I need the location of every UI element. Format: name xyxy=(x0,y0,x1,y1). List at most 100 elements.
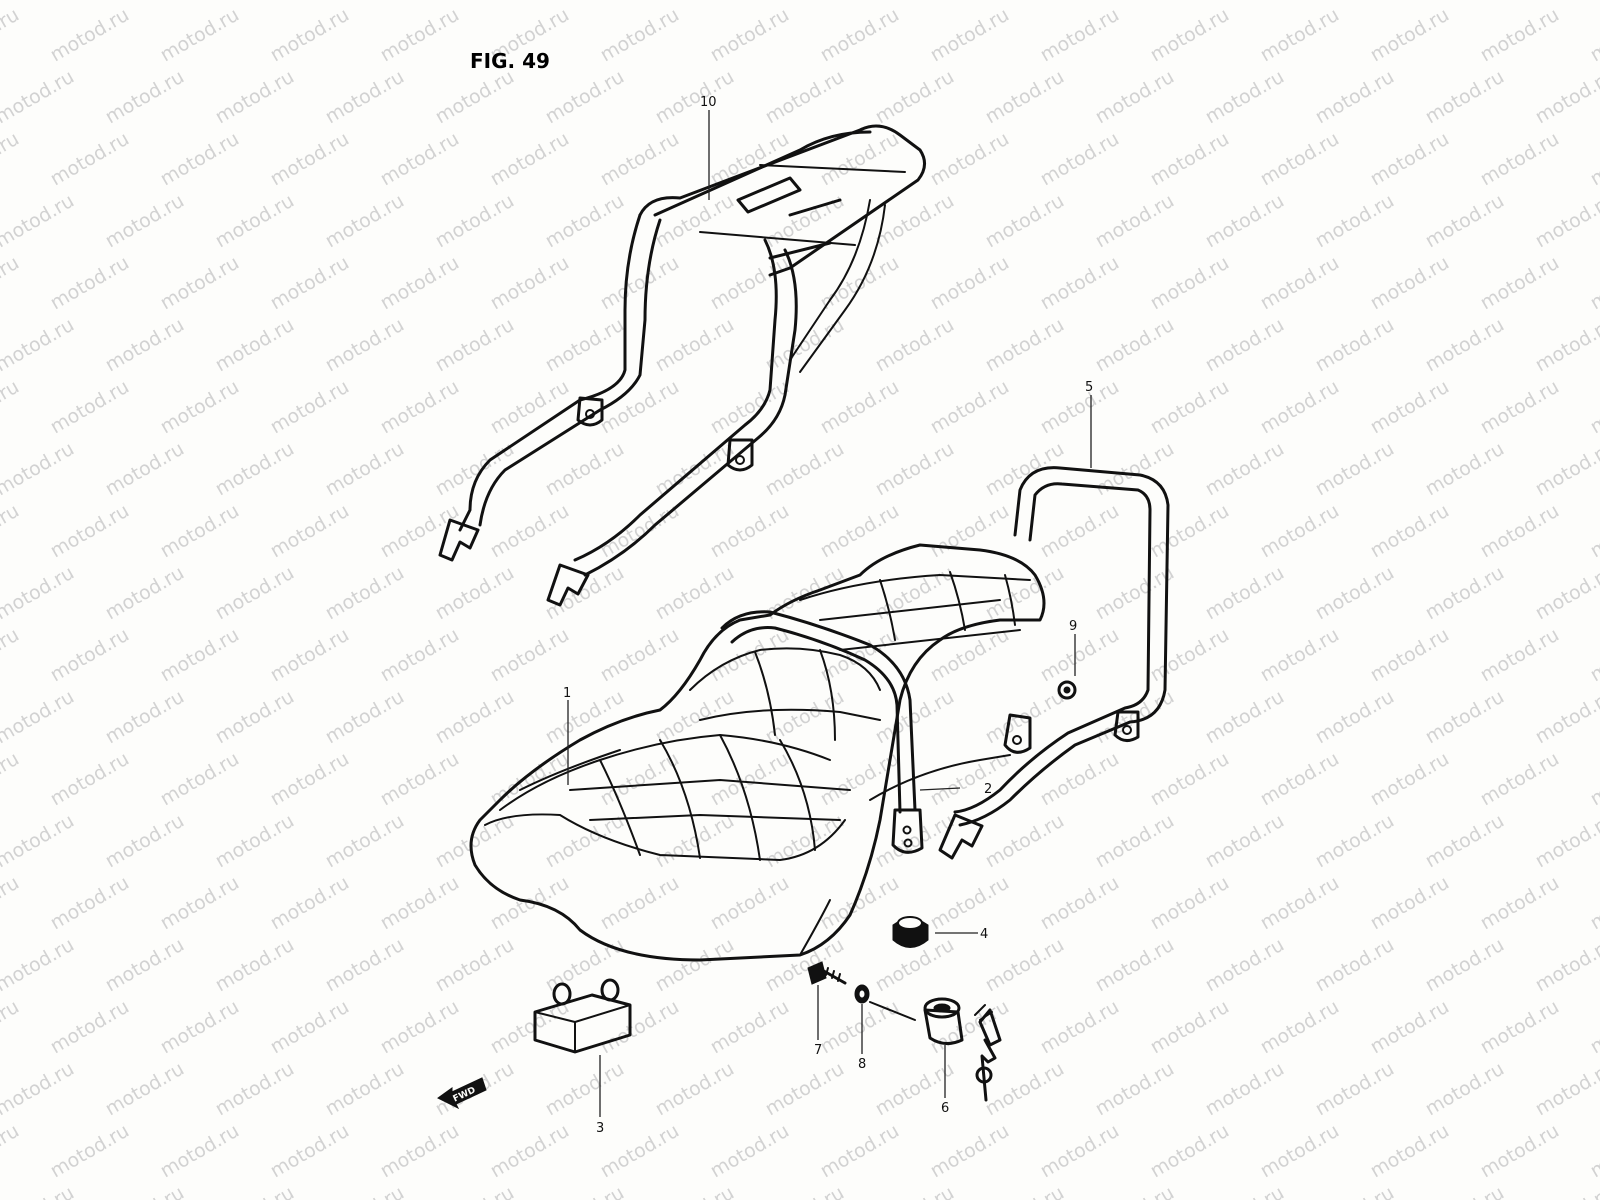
watermark-text: motod.ru xyxy=(762,1182,848,1200)
watermark-text: motod.ru xyxy=(1587,500,1600,563)
watermark-text: motod.ru xyxy=(927,1120,1013,1183)
watermark-text: motod.ru xyxy=(0,1058,78,1121)
watermark-text: motod.ru xyxy=(1037,748,1123,811)
watermark-text: motod.ru xyxy=(377,748,463,811)
watermark-text: motod.ru xyxy=(652,1182,738,1200)
watermark-text: motod.ru xyxy=(1312,562,1398,625)
watermark-text: motod.ru xyxy=(817,376,903,439)
watermark-text: motod.ru xyxy=(652,314,738,377)
watermark-text: motod.ru xyxy=(817,1120,903,1183)
watermark-text: motod.ru xyxy=(1202,1182,1288,1200)
watermark-text: motod.ru xyxy=(0,4,23,67)
watermark-text: motod.ru xyxy=(927,872,1013,935)
watermark-text: motod.ru xyxy=(377,376,463,439)
watermark-text: motod.ru xyxy=(0,500,23,563)
watermark-text: motod.ru xyxy=(1587,128,1600,191)
watermark-text: motod.ru xyxy=(1037,872,1123,935)
watermark-text: motod.ru xyxy=(157,1120,243,1183)
watermark-text: motod.ru xyxy=(707,996,793,1059)
watermark-text: motod.ru xyxy=(432,190,518,253)
watermark-text: motod.ru xyxy=(1147,252,1233,315)
watermark-text: motod.ru xyxy=(872,686,958,749)
watermark-text: motod.ru xyxy=(212,0,298,4)
watermark-text: motod.ru xyxy=(487,500,573,563)
watermark-text: motod.ru xyxy=(1477,500,1563,563)
watermark-text: motod.ru xyxy=(872,438,958,501)
watermark-text: motod.ru xyxy=(0,190,78,253)
nut-icon xyxy=(1057,680,1077,700)
watermark-text: motod.ru xyxy=(762,66,848,129)
watermark-text: motod.ru xyxy=(377,872,463,935)
watermark-text: motod.ru xyxy=(982,1182,1068,1200)
watermark-text: motod.ru xyxy=(1422,0,1508,4)
watermark-text: motod.ru xyxy=(542,66,628,129)
watermark-text: motod.ru xyxy=(1587,996,1600,1059)
watermark-text: motod.ru xyxy=(762,1058,848,1121)
watermark-text: motod.ru xyxy=(1092,314,1178,377)
watermark-text: motod.ru xyxy=(1092,1058,1178,1121)
watermark-text: motod.ru xyxy=(102,314,188,377)
watermark-text: motod.ru xyxy=(1367,376,1453,439)
watermark-text: motod.ru xyxy=(377,1120,463,1183)
watermark-text: motod.ru xyxy=(1477,996,1563,1059)
watermark-text: motod.ru xyxy=(0,686,78,749)
watermark-text: motod.ru xyxy=(432,66,518,129)
watermark-text: motod.ru xyxy=(487,376,573,439)
watermark-text: motod.ru xyxy=(102,190,188,253)
watermark-text: motod.ru xyxy=(1202,1058,1288,1121)
watermark-text: motod.ru xyxy=(927,376,1013,439)
callout-2: 2 xyxy=(984,782,992,797)
watermark-text: motod.ru xyxy=(1477,4,1563,67)
watermark-text: motod.ru xyxy=(212,438,298,501)
watermark-text: motod.ru xyxy=(487,252,573,315)
watermark-text: motod.ru xyxy=(1257,128,1343,191)
watermark-text: motod.ru xyxy=(652,562,738,625)
watermark-text: motod.ru xyxy=(157,376,243,439)
watermark-text: motod.ru xyxy=(1532,66,1600,129)
watermark-text: motod.ru xyxy=(267,748,353,811)
watermark-text: motod.ru xyxy=(1587,1120,1600,1183)
watermark-text: motod.ru xyxy=(1477,624,1563,687)
watermark-text: motod.ru xyxy=(0,1120,23,1183)
watermark-text: motod.ru xyxy=(487,1120,573,1183)
watermark-text: motod.ru xyxy=(652,934,738,997)
watermark-text: motod.ru xyxy=(597,500,683,563)
watermark-text: motod.ru xyxy=(652,686,738,749)
watermark-text: motod.ru xyxy=(1037,252,1123,315)
watermark-text: motod.ru xyxy=(597,1120,683,1183)
watermark-text: motod.ru xyxy=(1367,872,1453,935)
callout-5: 5 xyxy=(1085,380,1093,395)
watermark-text: motod.ru xyxy=(212,810,298,873)
watermark-text: motod.ru xyxy=(157,996,243,1059)
watermark-text: motod.ru xyxy=(212,190,298,253)
watermark-text: motod.ru xyxy=(1312,810,1398,873)
watermark-text: motod.ru xyxy=(927,252,1013,315)
watermark-text: motod.ru xyxy=(267,500,353,563)
watermark-text: motod.ru xyxy=(1147,128,1233,191)
watermark-text: motod.ru xyxy=(872,190,958,253)
watermark-text: motod.ru xyxy=(707,4,793,67)
watermark-text: motod.ru xyxy=(762,0,848,4)
watermark-text: motod.ru xyxy=(157,252,243,315)
watermark-text: motod.ru xyxy=(322,1182,408,1200)
lock-icon xyxy=(869,997,1002,1102)
watermark-text: motod.ru xyxy=(1202,686,1288,749)
watermark-text: motod.ru xyxy=(102,1058,188,1121)
watermark-text: motod.ru xyxy=(1202,66,1288,129)
watermark-text: motod.ru xyxy=(1257,376,1343,439)
watermark-text: motod.ru xyxy=(1257,996,1343,1059)
watermark-text: motod.ru xyxy=(982,562,1068,625)
watermark-text: motod.ru xyxy=(0,376,23,439)
watermark-text: motod.ru xyxy=(1587,376,1600,439)
watermark-text: motod.ru xyxy=(1532,0,1600,4)
watermark-text: motod.ru xyxy=(1202,438,1288,501)
watermark-text: motod.ru xyxy=(1147,748,1233,811)
watermark-text: motod.ru xyxy=(1147,996,1233,1059)
watermark-text: motod.ru xyxy=(762,934,848,997)
watermark-text: motod.ru xyxy=(1367,4,1453,67)
watermark-text: motod.ru xyxy=(0,996,23,1059)
watermark-text: motod.ru xyxy=(102,562,188,625)
watermark-text: motod.ru xyxy=(47,996,133,1059)
watermark-text: motod.ru xyxy=(597,4,683,67)
